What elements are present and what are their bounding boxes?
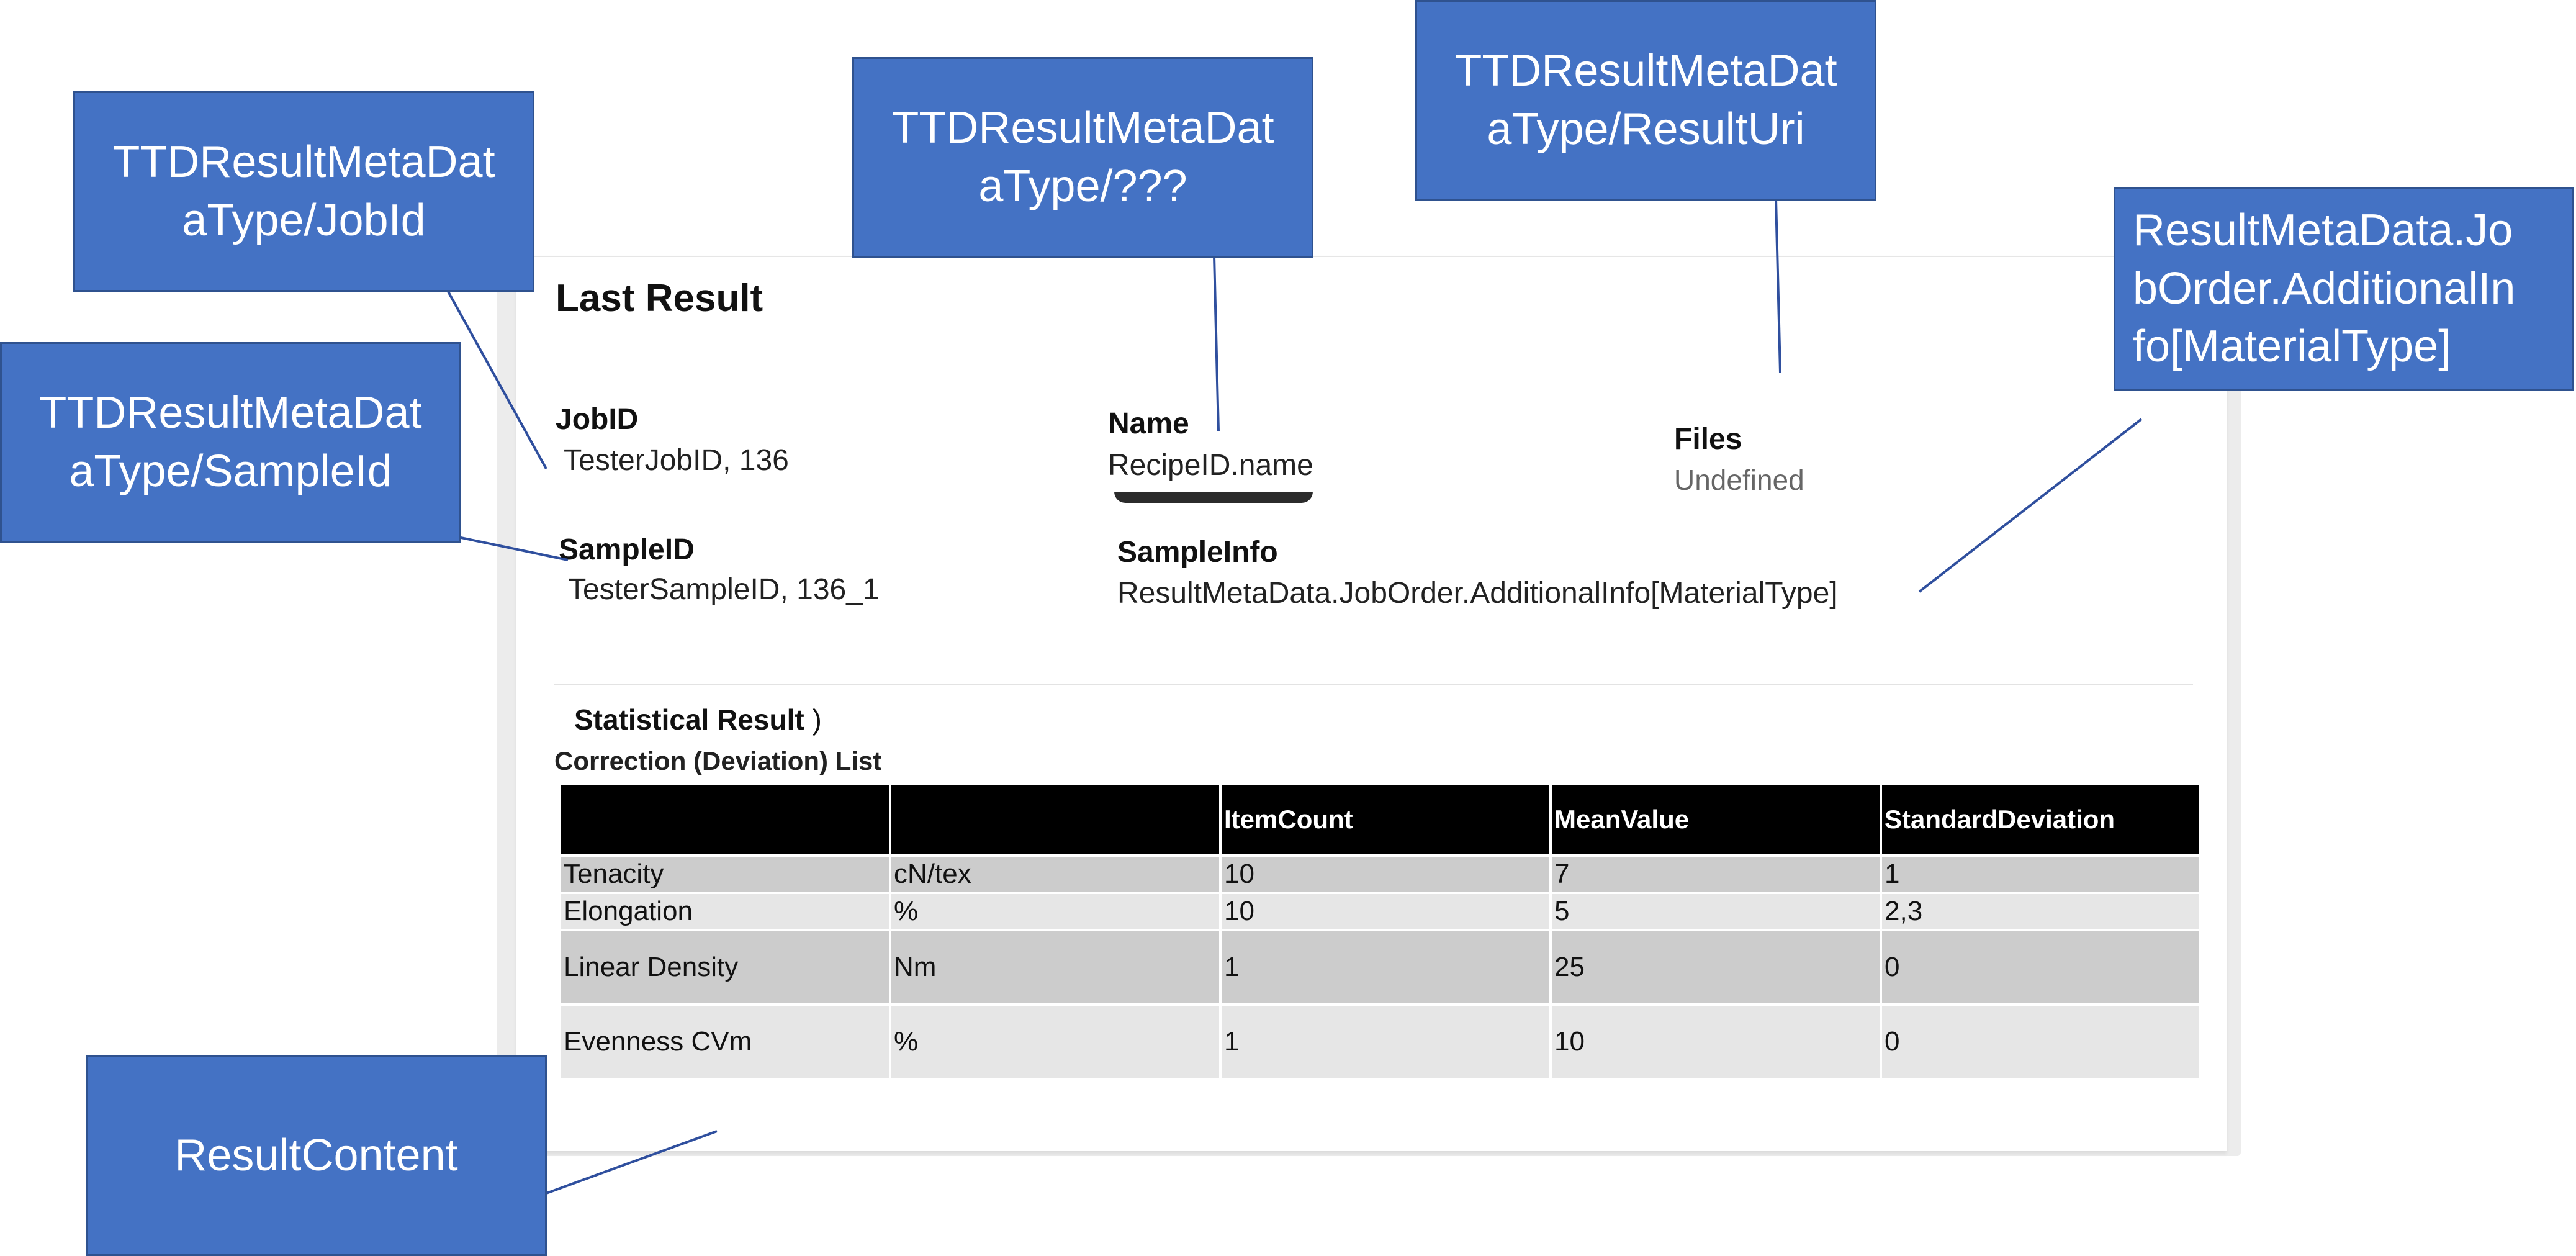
sample-id-value: TesterSampleID, 136_1 — [568, 573, 880, 606]
table-row: Linear Density Nm 1 25 0 — [561, 931, 2199, 1003]
table-cell: 1 — [1882, 857, 2199, 892]
table-cell: Nm — [891, 931, 1219, 1003]
statistical-result-text: Statistical Result — [574, 703, 804, 736]
callout-result-content-text: ResultContent — [174, 1130, 458, 1180]
callout-result-uri: TTDResultMetaDat aType/ResultUri — [1415, 0, 1876, 201]
table-cell: cN/tex — [891, 857, 1219, 892]
callout-sample-id-text: TTDResultMetaDat aType/SampleId — [39, 387, 422, 496]
sample-id-label: SampleID — [559, 533, 695, 566]
callout-material-type: ResultMetaData.Jo bOrder.AdditionalIn fo… — [2114, 187, 2574, 391]
callout-job-id-text: TTDResultMetaDat aType/JobId — [112, 137, 495, 245]
table-cell: 25 — [1552, 931, 1880, 1003]
statistical-result-paren: ) — [812, 703, 822, 736]
table-cell: Evenness CVm — [561, 1006, 889, 1078]
table-header-cell: StandardDeviation — [1882, 785, 2199, 854]
table-cell: 5 — [1552, 894, 1880, 929]
name-value: RecipeID.name — [1108, 449, 1313, 482]
callout-material-type-text: ResultMetaData.Jo bOrder.AdditionalIn fo… — [2133, 206, 2516, 372]
table-header-cell: ItemCount — [1222, 785, 1549, 854]
table-header-cell — [561, 785, 889, 854]
table-cell: 1 — [1222, 1006, 1549, 1078]
name-label: Name — [1108, 407, 1189, 440]
job-id-label: JobID — [556, 403, 639, 436]
table-cell: 7 — [1552, 857, 1880, 892]
job-id-value: TesterJobID, 136 — [564, 444, 789, 477]
callout-name-text: TTDResultMetaDat aType/??? — [891, 102, 1274, 211]
table-cell: 2,3 — [1882, 894, 2199, 929]
table-row: Elongation % 10 5 2,3 — [561, 894, 2199, 929]
files-value: Undefined — [1674, 464, 1804, 496]
table-cell: 10 — [1552, 1006, 1880, 1078]
name-underline — [1114, 492, 1313, 503]
callout-name: TTDResultMetaDat aType/??? — [852, 57, 1313, 258]
correction-list-heading: Correction (Deviation) List — [554, 746, 882, 775]
table-cell: 10 — [1222, 857, 1549, 892]
table-cell: Elongation — [561, 894, 889, 929]
table-cell: % — [891, 894, 1219, 929]
table-header-cell: MeanValue — [1552, 785, 1880, 854]
callout-result-content: ResultContent — [86, 1055, 547, 1256]
callout-sample-id: TTDResultMetaDat aType/SampleId — [0, 342, 461, 543]
table-cell: 0 — [1882, 931, 2199, 1003]
section-divider — [554, 684, 2193, 685]
statistical-result-heading: Statistical Result ) — [574, 703, 822, 736]
table-cell: 1 — [1222, 931, 1549, 1003]
table-cell: Linear Density — [561, 931, 889, 1003]
table-cell: 0 — [1882, 1006, 2199, 1078]
table-cell: 10 — [1222, 894, 1549, 929]
statistics-table: ItemCount MeanValue StandardDeviation Te… — [559, 782, 2202, 1080]
table-header-cell — [891, 785, 1219, 854]
callout-job-id: TTDResultMetaDat aType/JobId — [73, 91, 534, 292]
files-label: Files — [1674, 423, 1742, 456]
table-header-row: ItemCount MeanValue StandardDeviation — [561, 785, 2199, 854]
table-row: Tenacity cN/tex 10 7 1 — [561, 857, 2199, 892]
table-row: Evenness CVm % 1 10 0 — [561, 1006, 2199, 1078]
table-cell: Tenacity — [561, 857, 889, 892]
table-cell: % — [891, 1006, 1219, 1078]
sample-info-label: SampleInfo — [1117, 536, 1278, 569]
panel-title: Last Result — [556, 277, 763, 320]
callout-result-uri-text: TTDResultMetaDat aType/ResultUri — [1454, 45, 1837, 154]
sample-info-value: ResultMetaData.JobOrder.AdditionalInfo[M… — [1117, 577, 1838, 610]
